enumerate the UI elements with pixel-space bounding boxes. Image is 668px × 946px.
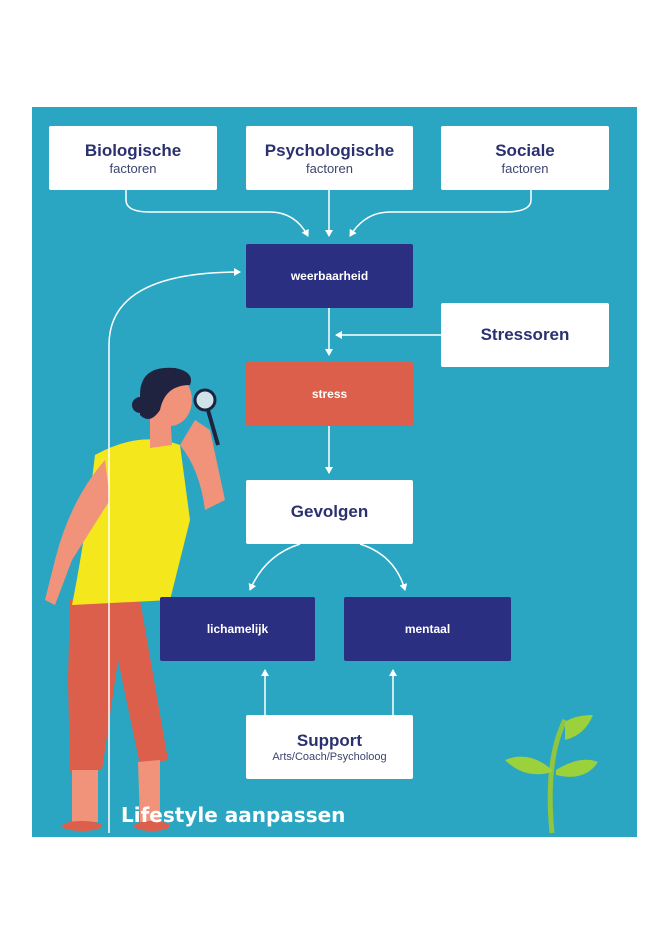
box-label: mentaal — [404, 622, 451, 636]
weerbaarheid-box: weerbaarheid — [246, 244, 413, 308]
box-title: Biologische — [84, 140, 182, 160]
box-title: Psychologische — [264, 140, 395, 160]
box-label: Stressoren — [480, 325, 570, 344]
gevolgen-box: Gevolgen — [246, 480, 413, 544]
arrow-bio — [125, 190, 309, 237]
box-title: Support — [296, 731, 363, 750]
box-label: stress — [311, 387, 348, 401]
box-title: Sociale — [495, 140, 555, 160]
lifestyle-arrow — [108, 268, 241, 833]
psychologische-factoren-box: Psychologische factoren — [246, 126, 413, 190]
lichamelijk-box: lichamelijk — [160, 597, 315, 661]
woman-illustration — [45, 367, 225, 831]
box-subtitle: Arts/Coach/Psycholoog — [272, 751, 387, 763]
biologische-factoren-box: Biologische factoren — [49, 126, 217, 190]
stress-box: stress — [246, 362, 413, 426]
box-subtitle: factoren — [109, 160, 157, 176]
support-box: Support Arts/Coach/Psycholoog — [246, 715, 413, 779]
stressoren-box: Stressoren — [441, 303, 609, 367]
mentaal-box: mentaal — [344, 597, 511, 661]
box-label: weerbaarheid — [290, 269, 369, 283]
plant-illustration — [505, 715, 598, 834]
box-label: Gevolgen — [290, 502, 369, 521]
arrow-gevolgen-ment — [359, 543, 408, 591]
arrow-soc — [349, 190, 532, 237]
box-label: lichamelijk — [206, 622, 269, 636]
sociale-factoren-box: Sociale factoren — [441, 126, 609, 190]
lifestyle-label: Lifestyle aanpassen — [121, 803, 346, 827]
box-subtitle: factoren — [306, 160, 353, 176]
arrow-gevolgen-lich — [248, 543, 301, 591]
box-subtitle: factoren — [501, 160, 549, 176]
